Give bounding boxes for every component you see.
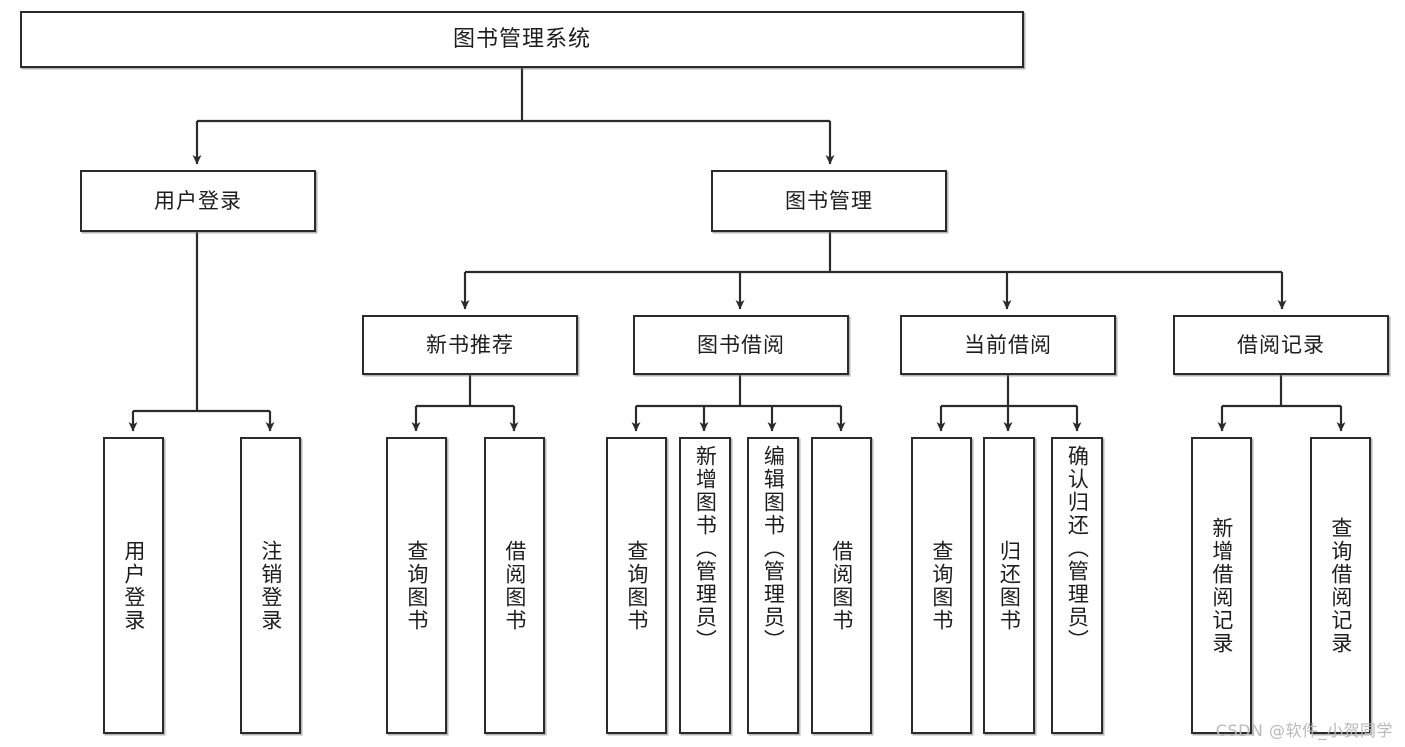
csdn-watermark: CSDN @软件_小贺同学 (1215, 721, 1393, 740)
node-leaf-query-book-1[interactable]: 查询图书 (386, 437, 447, 734)
node-label: 用户登录 (154, 188, 242, 213)
node-book-manage[interactable]: 图书管理 (711, 170, 947, 232)
node-label: 查询图书 (624, 539, 649, 632)
node-leaf-user-login[interactable]: 用户登录 (103, 437, 164, 734)
node-leaf-borrow-book-1[interactable]: 借阅图书 (484, 437, 545, 734)
node-label: 归还图书 (997, 539, 1022, 632)
node-label: 新增借阅记录 (1209, 516, 1234, 655)
node-label: 借阅记录 (1237, 332, 1325, 357)
node-leaf-add-borrow-record[interactable]: 新增借阅记录 (1191, 437, 1252, 734)
node-label: 确认归还（管理员） (1065, 445, 1090, 652)
node-leaf-query-borrow-record[interactable]: 查询借阅记录 (1310, 437, 1371, 734)
node-borrow-record[interactable]: 借阅记录 (1173, 315, 1389, 375)
node-leaf-borrow-book-2[interactable]: 借阅图书 (811, 437, 872, 734)
node-leaf-query-book-2[interactable]: 查询图书 (606, 437, 667, 734)
node-leaf-logout[interactable]: 注销登录 (240, 437, 301, 734)
node-root-library-system[interactable]: 图书管理系统 (20, 11, 1024, 68)
node-label: 图书借阅 (697, 332, 785, 357)
node-label: 查询图书 (929, 539, 954, 632)
node-label: 图书管理系统 (452, 26, 591, 52)
node-leaf-confirm-return[interactable]: 确认归还（管理员） (1051, 437, 1103, 734)
node-label: 查询借阅记录 (1328, 516, 1353, 655)
node-leaf-query-book-3[interactable]: 查询图书 (911, 437, 972, 734)
node-label: 当前借阅 (964, 332, 1052, 357)
node-label: 新书推荐 (426, 332, 514, 357)
node-label: 编辑图书（管理员） (761, 445, 786, 652)
node-current-borrow[interactable]: 当前借阅 (900, 315, 1116, 375)
node-label: 借阅图书 (502, 539, 527, 632)
node-user-login[interactable]: 用户登录 (80, 170, 316, 232)
node-label: 新增图书（管理员） (693, 445, 718, 652)
node-leaf-add-book[interactable]: 新增图书（管理员） (679, 437, 731, 734)
node-label: 图书管理 (785, 188, 873, 213)
node-label: 注销登录 (258, 539, 283, 632)
node-label: 借阅图书 (829, 539, 854, 632)
node-leaf-edit-book[interactable]: 编辑图书（管理员） (747, 437, 799, 734)
node-label: 用户登录 (121, 539, 146, 632)
node-book-borrow[interactable]: 图书借阅 (633, 315, 849, 375)
node-new-book-recommend[interactable]: 新书推荐 (362, 315, 578, 375)
node-label: 查询图书 (404, 539, 429, 632)
node-leaf-return-book[interactable]: 归还图书 (983, 437, 1035, 734)
